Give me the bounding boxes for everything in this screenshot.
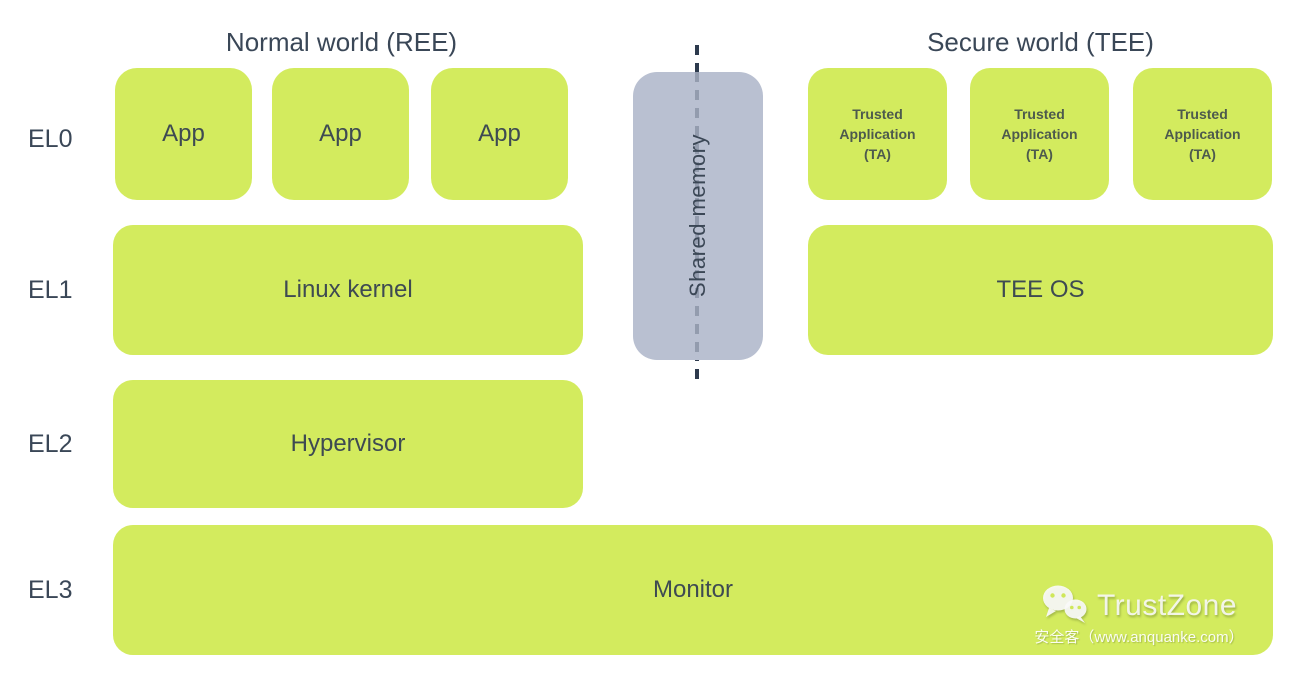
watermark-subtitle: 安全客（www.anquanke.com） xyxy=(1034,629,1244,646)
trusted-application-box-3: Trusted Application (TA) xyxy=(1133,68,1272,200)
watermark: TrustZone 安全客（www.anquanke.com） xyxy=(1005,585,1273,647)
trusted-application-box-2: Trusted Application (TA) xyxy=(970,68,1109,200)
el2-label: EL2 xyxy=(28,430,73,458)
ta-line-1: Trusted xyxy=(1177,106,1228,122)
ta-line-3: (TA) xyxy=(1189,146,1216,162)
shared-memory-box: Shared memory xyxy=(633,72,763,360)
ta-line-1: Trusted xyxy=(852,106,903,122)
watermark-row: TrustZone xyxy=(1005,585,1273,624)
world-boundary-dashed-line-inner xyxy=(695,72,699,360)
ta-line-3: (TA) xyxy=(1026,146,1053,162)
ta-line-2: Application xyxy=(1001,126,1078,142)
watermark-title: TrustZone xyxy=(1096,589,1238,622)
shared-memory-label: Shared memory xyxy=(685,134,710,298)
secure-world-title: Secure world (TEE) xyxy=(927,27,1154,57)
monitor-box: Monitor xyxy=(113,525,1273,655)
hypervisor-box: Hypervisor xyxy=(113,380,583,508)
ta-line-2: Application xyxy=(839,126,916,142)
wechat-icon xyxy=(1041,584,1089,629)
trusted-application-box-1: Trusted Application (TA) xyxy=(808,68,947,200)
ta-line-1: Trusted xyxy=(1014,106,1065,122)
app-box-2: App xyxy=(272,68,409,200)
linux-kernel-box: Linux kernel xyxy=(113,225,583,355)
tee-os-box: TEE OS xyxy=(808,225,1273,355)
app-box-1: App xyxy=(115,68,252,200)
ta-line-2: Application xyxy=(1164,126,1241,142)
el0-label: EL0 xyxy=(28,125,73,153)
normal-world-title: Normal world (REE) xyxy=(225,27,458,57)
ta-line-3: (TA) xyxy=(864,146,891,162)
el3-label: EL3 xyxy=(28,576,73,604)
el1-label: EL1 xyxy=(28,276,73,304)
app-box-3: App xyxy=(431,68,568,200)
